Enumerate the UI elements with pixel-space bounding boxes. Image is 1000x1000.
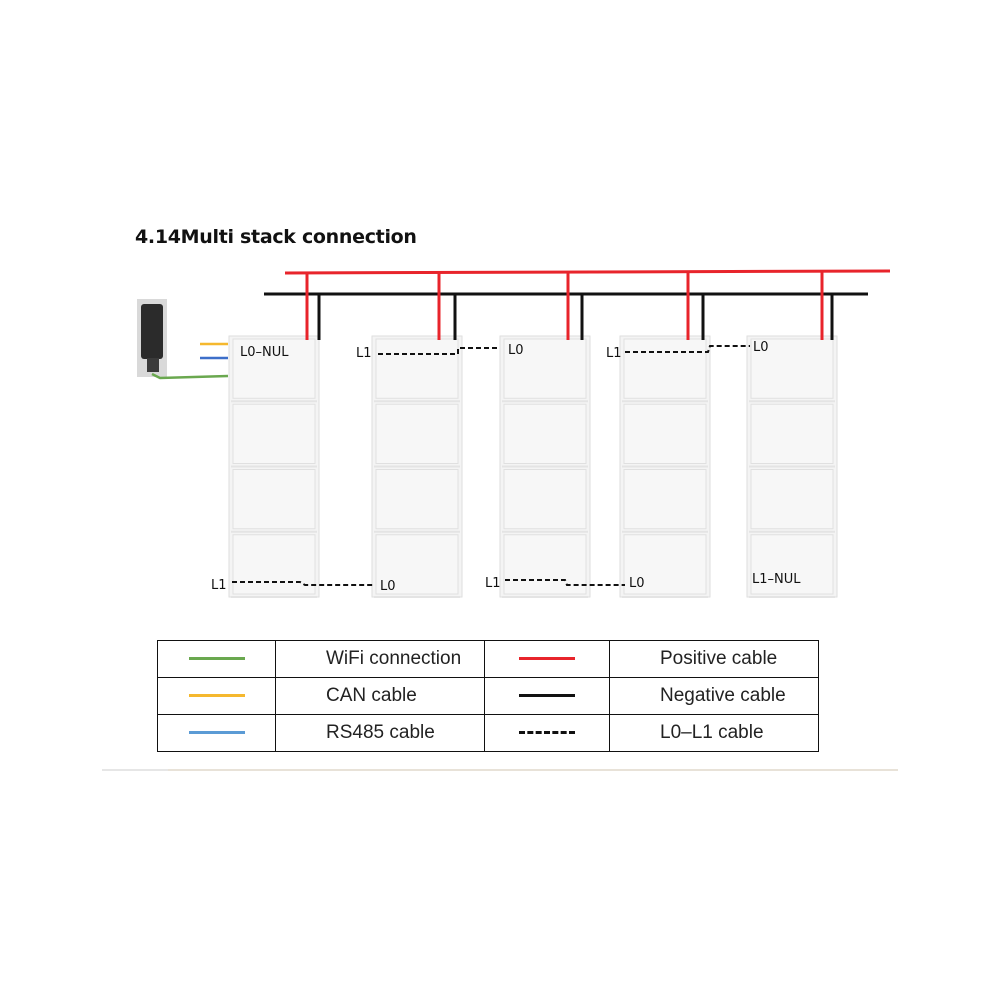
- battery-module: [232, 534, 316, 595]
- legend-swatch-cell: [484, 677, 610, 715]
- legend-row: WiFi connection Positive cable: [157, 640, 819, 678]
- stack4-top-label: L1: [606, 346, 622, 361]
- legend-swatch-cell: [157, 640, 276, 678]
- battery-stack: [746, 335, 838, 598]
- legend-row: CAN cable Negative cable: [157, 677, 819, 715]
- wifi-cable: [151, 372, 229, 380]
- legend-swatch: [188, 731, 245, 735]
- battery-module: [750, 469, 834, 530]
- battery-stacks: [228, 335, 838, 598]
- stack4-bottom-label: L0: [629, 576, 645, 591]
- legend-label: WiFi connection: [275, 640, 485, 678]
- stack1-top-label: L0–NUL: [240, 345, 289, 360]
- l0-l1-cables: [232, 345, 750, 586]
- battery-module: [232, 338, 316, 399]
- stack3-bottom-label: L1: [485, 576, 501, 591]
- battery-module: [623, 534, 707, 595]
- section-title: 4.14Multi stack connection: [135, 226, 417, 248]
- legend-label: L0–L1 cable: [609, 714, 819, 752]
- stack2-top-label: L1: [356, 346, 372, 361]
- battery-module: [503, 403, 587, 464]
- wifi-dongle-icon: [137, 299, 167, 377]
- battery-module: [750, 338, 834, 399]
- battery-module: [232, 403, 316, 464]
- legend-swatch: [188, 657, 245, 661]
- legend-row: RS485 cable L0–L1 cable: [157, 714, 819, 752]
- battery-stack: [499, 335, 591, 598]
- legend-swatch: [188, 694, 245, 698]
- legend-swatch-cell: [157, 677, 276, 715]
- battery-module: [750, 403, 834, 464]
- battery-module: [375, 403, 459, 464]
- battery-stack: [228, 335, 320, 598]
- legend-swatch: [519, 694, 575, 698]
- stack5-top-label: L0: [753, 340, 769, 355]
- legend-swatch-cell: [484, 640, 610, 678]
- legend-label: Positive cable: [609, 640, 819, 678]
- bus-drops: [305, 272, 834, 340]
- footer-divider-left: [102, 769, 168, 771]
- battery-module: [503, 338, 587, 399]
- battery-module: [503, 534, 587, 595]
- legend-label: CAN cable: [275, 677, 485, 715]
- battery-stack: [371, 335, 463, 598]
- battery-module: [750, 534, 834, 595]
- battery-module: [375, 534, 459, 595]
- legend-swatch: [519, 657, 575, 661]
- positive-bus: [284, 269, 891, 275]
- legend-swatch: [519, 731, 575, 735]
- legend-label: RS485 cable: [275, 714, 485, 752]
- legend-swatch-cell: [157, 714, 276, 752]
- battery-module: [623, 469, 707, 530]
- stack1-bottom-label: L1: [211, 578, 227, 593]
- stack2-bottom-label: L0: [380, 579, 396, 594]
- footer-divider: [168, 769, 898, 771]
- stack3-top-label: L0: [508, 343, 524, 358]
- battery-module: [623, 403, 707, 464]
- legend-swatch-cell: [484, 714, 610, 752]
- battery-module: [375, 338, 459, 399]
- legend-label: Negative cable: [609, 677, 819, 715]
- battery-module: [503, 469, 587, 530]
- battery-module: [375, 469, 459, 530]
- battery-stack: [619, 335, 711, 598]
- battery-module: [232, 469, 316, 530]
- battery-module: [623, 338, 707, 399]
- stack5-bottom-label: L1–NUL: [752, 572, 801, 587]
